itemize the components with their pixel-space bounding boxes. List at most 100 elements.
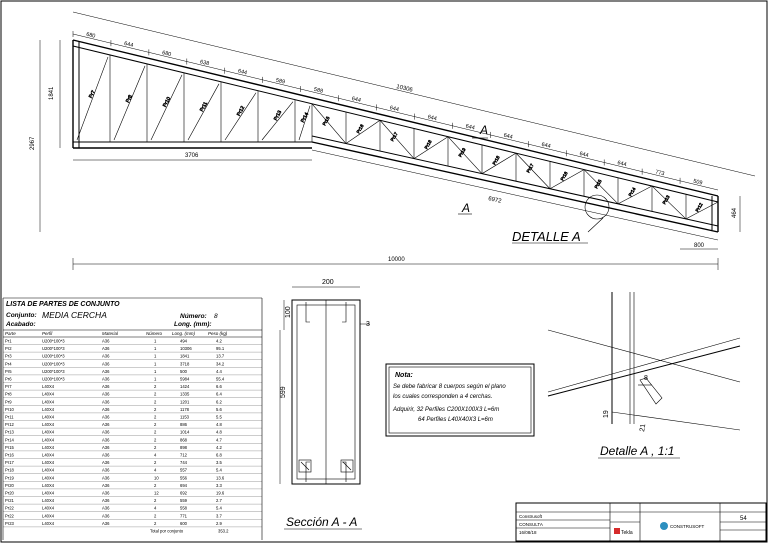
parts-cell: 19.6 [216, 491, 225, 496]
note-line3: Adquirir, 32 Perfiles C200X100X3 L=6m [392, 407, 499, 413]
truss-diagonal [187, 83, 220, 141]
parts-cell: L40X4 [42, 453, 55, 458]
parts-cell: 494 [180, 339, 188, 344]
parts-cell: 1014 [180, 430, 190, 435]
parts-cell: 2 [154, 437, 157, 442]
detail-a-view: 8 19 21 Detalle A , 1:1 [547, 292, 741, 459]
parts-cell: U200*100*3 [42, 354, 65, 359]
parts-cell: 6.6 [216, 384, 222, 389]
parts-cell: A36 [102, 346, 110, 351]
parts-cell: L40X4 [42, 422, 55, 427]
parts-cell: A36 [102, 453, 110, 458]
parts-cell: 4 [154, 453, 157, 458]
truss-diagonal [617, 185, 653, 205]
parts-cell: 5.4 [216, 506, 222, 511]
parts-cell: A36 [102, 468, 110, 473]
parts-cell: 5.6 [216, 407, 222, 412]
parts-cell: 771 [180, 513, 188, 518]
parts-cell: Pr4 [5, 361, 12, 366]
parts-cell: 3718 [180, 361, 190, 366]
section-marker-top: A [479, 123, 488, 137]
parts-cell: 10 [154, 475, 159, 480]
truss-diagonal [549, 169, 585, 190]
construsoft-logo: CONSTRUSOFT [660, 522, 705, 530]
parts-cell: 4.8 [216, 430, 222, 435]
title-sheet-number: 54 [740, 516, 747, 522]
parts-cell: 6.4 [216, 392, 222, 397]
parts-cell: 5.4 [216, 468, 222, 473]
svg-text:CONSTRUSOFT: CONSTRUSOFT [670, 524, 705, 529]
parts-cell: 4.2 [216, 339, 222, 344]
parts-cell: 2 [154, 392, 157, 397]
parts-cell: 898 [180, 445, 188, 450]
parts-cell: 3.3 [216, 483, 222, 488]
parts-cell: A36 [102, 339, 110, 344]
dim-top-segment: 773 [655, 169, 665, 177]
web-part-label: Pr14 [628, 186, 637, 197]
dim-top-segment: 644 [427, 114, 437, 122]
parts-cell: U200*100*3 [42, 369, 65, 374]
detail-a-circle [584, 194, 610, 220]
parts-cell: 4 [154, 506, 157, 511]
parts-cell: 1841 [180, 354, 190, 359]
truss-diagonal [345, 120, 381, 144]
parts-list-table: LISTA DE PARTES DE CONJUNTO Conjunto: ME… [2, 297, 263, 540]
parts-cell: L40X4 [42, 460, 55, 465]
parts-cell: L40X4 [42, 513, 55, 518]
parts-cell: Pr18 [5, 468, 15, 473]
parts-cell: A36 [102, 475, 110, 480]
parts-cell: A36 [102, 445, 110, 450]
web-part-label: Pr14 [300, 112, 310, 124]
dim-top-segment: 680 [86, 32, 96, 40]
dim-3706: 3706 [185, 153, 199, 159]
note-line2: los cuales corresponden a 4 cerchas. [393, 394, 492, 400]
parts-cell: Pr16 [5, 453, 15, 458]
parts-cell: 1 [154, 354, 157, 359]
note-title: Nota: [395, 372, 413, 379]
title-row2: CONSULTA [519, 522, 543, 527]
parts-header-cell: Long. (mm) [172, 331, 196, 336]
parts-cell: A36 [102, 415, 110, 420]
dim-top-segment: 644 [351, 96, 361, 104]
parts-header-cell: Número [146, 331, 163, 336]
parts-cell: A36 [102, 377, 110, 382]
web-part-label: Pr17 [526, 162, 535, 173]
detail-a-label: DETALLE A [512, 229, 581, 244]
parts-cell: Pr9 [5, 399, 12, 404]
dim-6972: 6972 [488, 196, 503, 205]
parts-cell: 34.2 [216, 361, 225, 366]
detail-dim-21: 21 [639, 423, 647, 432]
section-marker-bottom: A [461, 201, 470, 215]
dim-top-segment: 588 [313, 87, 323, 95]
web-part-label: Pr15 [322, 115, 331, 126]
parts-cell: 6.2 [216, 399, 222, 404]
truss-diagonal [413, 136, 449, 159]
parts-cell: Pr23 [5, 521, 15, 526]
parts-cell: 13.7 [216, 354, 225, 359]
dim-top-segment: 644 [503, 133, 513, 141]
truss-diagonal [447, 136, 483, 174]
section-flange-dim: 100 [285, 306, 292, 318]
parts-cell: 2 [154, 498, 157, 503]
parts-cell: A36 [102, 399, 110, 404]
parts-cell: 55.4 [216, 377, 225, 382]
parts-cell: L40X4 [42, 437, 55, 442]
parts-cell: A36 [102, 498, 110, 503]
web-part-label: Pr7 [88, 90, 97, 100]
dim-left-height: 1841 [49, 86, 55, 100]
parts-cell: L40X4 [42, 475, 55, 480]
parts-cell: 6.8 [216, 453, 222, 458]
parts-cell: Pr5 [5, 369, 12, 374]
parts-cell: L40X4 [42, 407, 55, 412]
truss-diagonal [583, 169, 619, 205]
parts-cell: Pr2 [5, 346, 12, 351]
dim-diagonal-length: 10306 [396, 84, 414, 94]
dim-top-segment: 644 [123, 41, 133, 49]
parts-cell: 1 [154, 369, 157, 374]
parts-cell: A36 [102, 384, 110, 389]
parts-cell: 3.7 [216, 513, 222, 518]
parts-header-cell: Peso (kg) [208, 331, 228, 336]
acabado-label: Acabado: [5, 321, 36, 328]
truss-diagonal [481, 152, 517, 174]
